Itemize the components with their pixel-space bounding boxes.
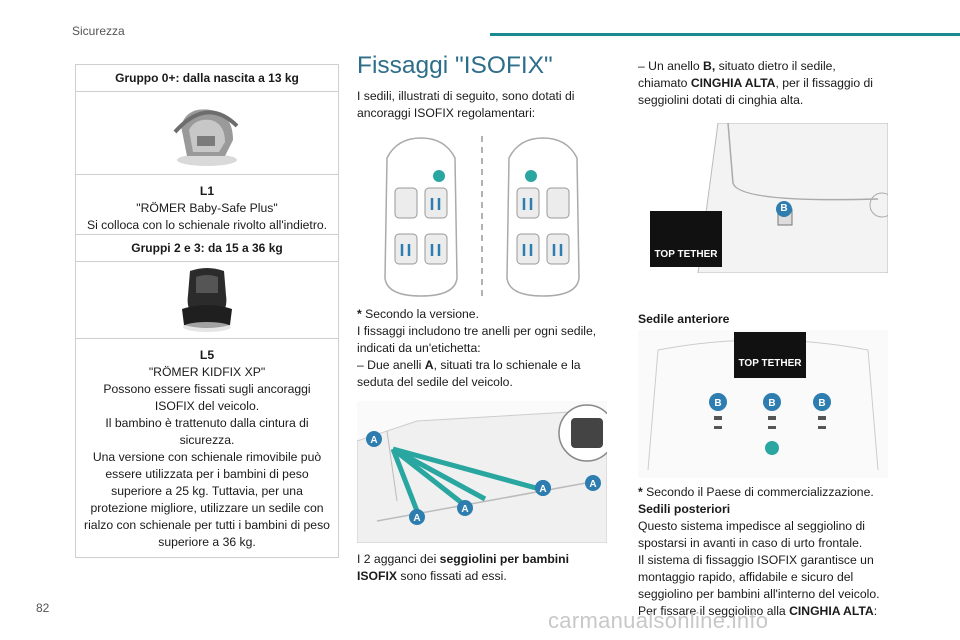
svg-text:A: A: [539, 484, 546, 495]
seat-code: L1: [199, 184, 215, 198]
para-suffix: :: [873, 604, 878, 618]
bottom-note: I 2 agganci dei seggiolini per bambini I…: [357, 551, 607, 585]
child-seat-card-l5: Gruppi 2 e 3: da 15 a 36 kg L5 "RÖMER KI…: [75, 234, 339, 558]
section-title: Sicurezza: [72, 24, 125, 38]
seat-description-line: Possono essere fissati sugli ancoraggi I…: [103, 382, 311, 413]
bullet-anchor-b: – Un anello B, situato dietro il sedile,…: [638, 58, 888, 109]
footnote-text: Secondo la versione.: [361, 307, 479, 321]
top-tether-section: – Un anello B, situato dietro il sedile,…: [638, 58, 895, 620]
card-title: Gruppo 0+: dalla nascita a 13 kg: [76, 65, 338, 92]
note-prefix: I 2 agganci dei: [357, 552, 440, 566]
footnote: * Secondo il Paese di commercializzazion…: [638, 484, 888, 501]
seat-code: L5: [199, 348, 215, 362]
watermark: carmanualsonline.info: [548, 608, 769, 633]
isofix-section: Fissaggi "ISOFIX" I sedili, illustrati d…: [356, 52, 616, 585]
rear-seats-photo: B B B TOP TETHER: [638, 330, 888, 478]
section-heading: Fissaggi "ISOFIX": [357, 52, 553, 79]
svg-text:A: A: [589, 479, 596, 490]
seat-description-line: Si colloca con lo schienale rivolto all'…: [86, 218, 328, 232]
anchor-letter: B,: [703, 59, 716, 73]
header-accent-bar: [490, 33, 960, 36]
seat-anchor-illustration: A A A A A: [356, 401, 616, 544]
intro-text: I sedili, illustrati di seguito, sono do…: [357, 89, 575, 120]
card-title: Gruppi 2 e 3: da 15 a 36 kg: [76, 235, 338, 262]
seat-description-line: "RÖMER Baby-Safe Plus": [136, 201, 278, 215]
anchors-description: I fissaggi includono tre anelli per ogni…: [357, 324, 597, 355]
baby-carrier-illustration: [173, 109, 239, 166]
car-seats-diagram: [357, 128, 607, 304]
bullet-mid: situato dietro il sedile, chiamato: [638, 59, 836, 90]
footnote-text: Secondo il Paese di commercializzazione.: [642, 485, 874, 499]
svg-text:B: B: [768, 398, 775, 409]
baby-seat-image: [76, 92, 338, 175]
bullet-suffix: , per il fissaggio di seggiolini dotati …: [638, 76, 874, 107]
booster-seat-image: [76, 262, 338, 339]
anchor-letter: A: [424, 358, 434, 372]
bullet-bold: CINGHIA ALTA: [690, 76, 776, 90]
top-tether-label: TOP TETHER: [738, 358, 802, 369]
para-bold: CINGHIA ALTA: [789, 604, 874, 618]
para-prefix: Per fissare il seggiolino alla: [638, 604, 790, 618]
svg-text:A: A: [461, 504, 468, 515]
svg-text:A: A: [413, 513, 420, 524]
front-seat-label: Sedile anteriore: [638, 312, 730, 326]
paragraph: Questo sistema impedisce al seggiolino d…: [638, 519, 865, 550]
page-number: 82: [36, 601, 50, 615]
paragraph: Il sistema di fissaggio ISOFIX garantisc…: [638, 553, 880, 601]
top-tether-label: TOP TETHER: [654, 249, 718, 260]
bullet-suffix: , situati tra lo schienale e la seduta d…: [357, 358, 581, 389]
note-suffix: sono fissati ad essi.: [396, 569, 507, 583]
bullet-prefix: – Un anello: [638, 59, 704, 73]
top-tether-photo: TOP TETHER B: [638, 122, 895, 274]
footnote: * Secondo la versione.: [357, 306, 607, 323]
booster-seat-illustration: [182, 268, 232, 332]
seat-description-line: Una versione con schienale rimovibile pu…: [84, 450, 330, 549]
bullet-prefix: – Due anelli: [357, 358, 425, 372]
anchor-a-photo: A A A A A: [356, 401, 616, 544]
svg-text:A: A: [370, 435, 377, 446]
seat-description-line: Il bambino è trattenuto dalla cintura di…: [105, 416, 309, 447]
svg-text:B: B: [714, 398, 721, 409]
child-seat-card-l1: Gruppo 0+: dalla nascita a 13 kg L1 "RÖM…: [75, 64, 339, 241]
isofix-seat-layout-illustration: [384, 136, 580, 298]
note-bold: seggiolini per bambini ISOFIX: [357, 552, 570, 583]
bullet-anchor-a: – Due anelli A, situati tra lo schienale…: [357, 357, 607, 391]
svg-text:B: B: [818, 398, 825, 409]
seat-description-line: "RÖMER KIDFIX XP": [148, 365, 266, 379]
footnote-mark: *: [638, 485, 643, 499]
footnote-mark: *: [357, 307, 362, 321]
rear-seats-label: Sedili posteriori: [638, 502, 731, 516]
anchor-b-marker: B: [780, 203, 788, 214]
paragraph-tether: Per fissare il seggiolino alla CINGHIA A…: [638, 603, 888, 620]
